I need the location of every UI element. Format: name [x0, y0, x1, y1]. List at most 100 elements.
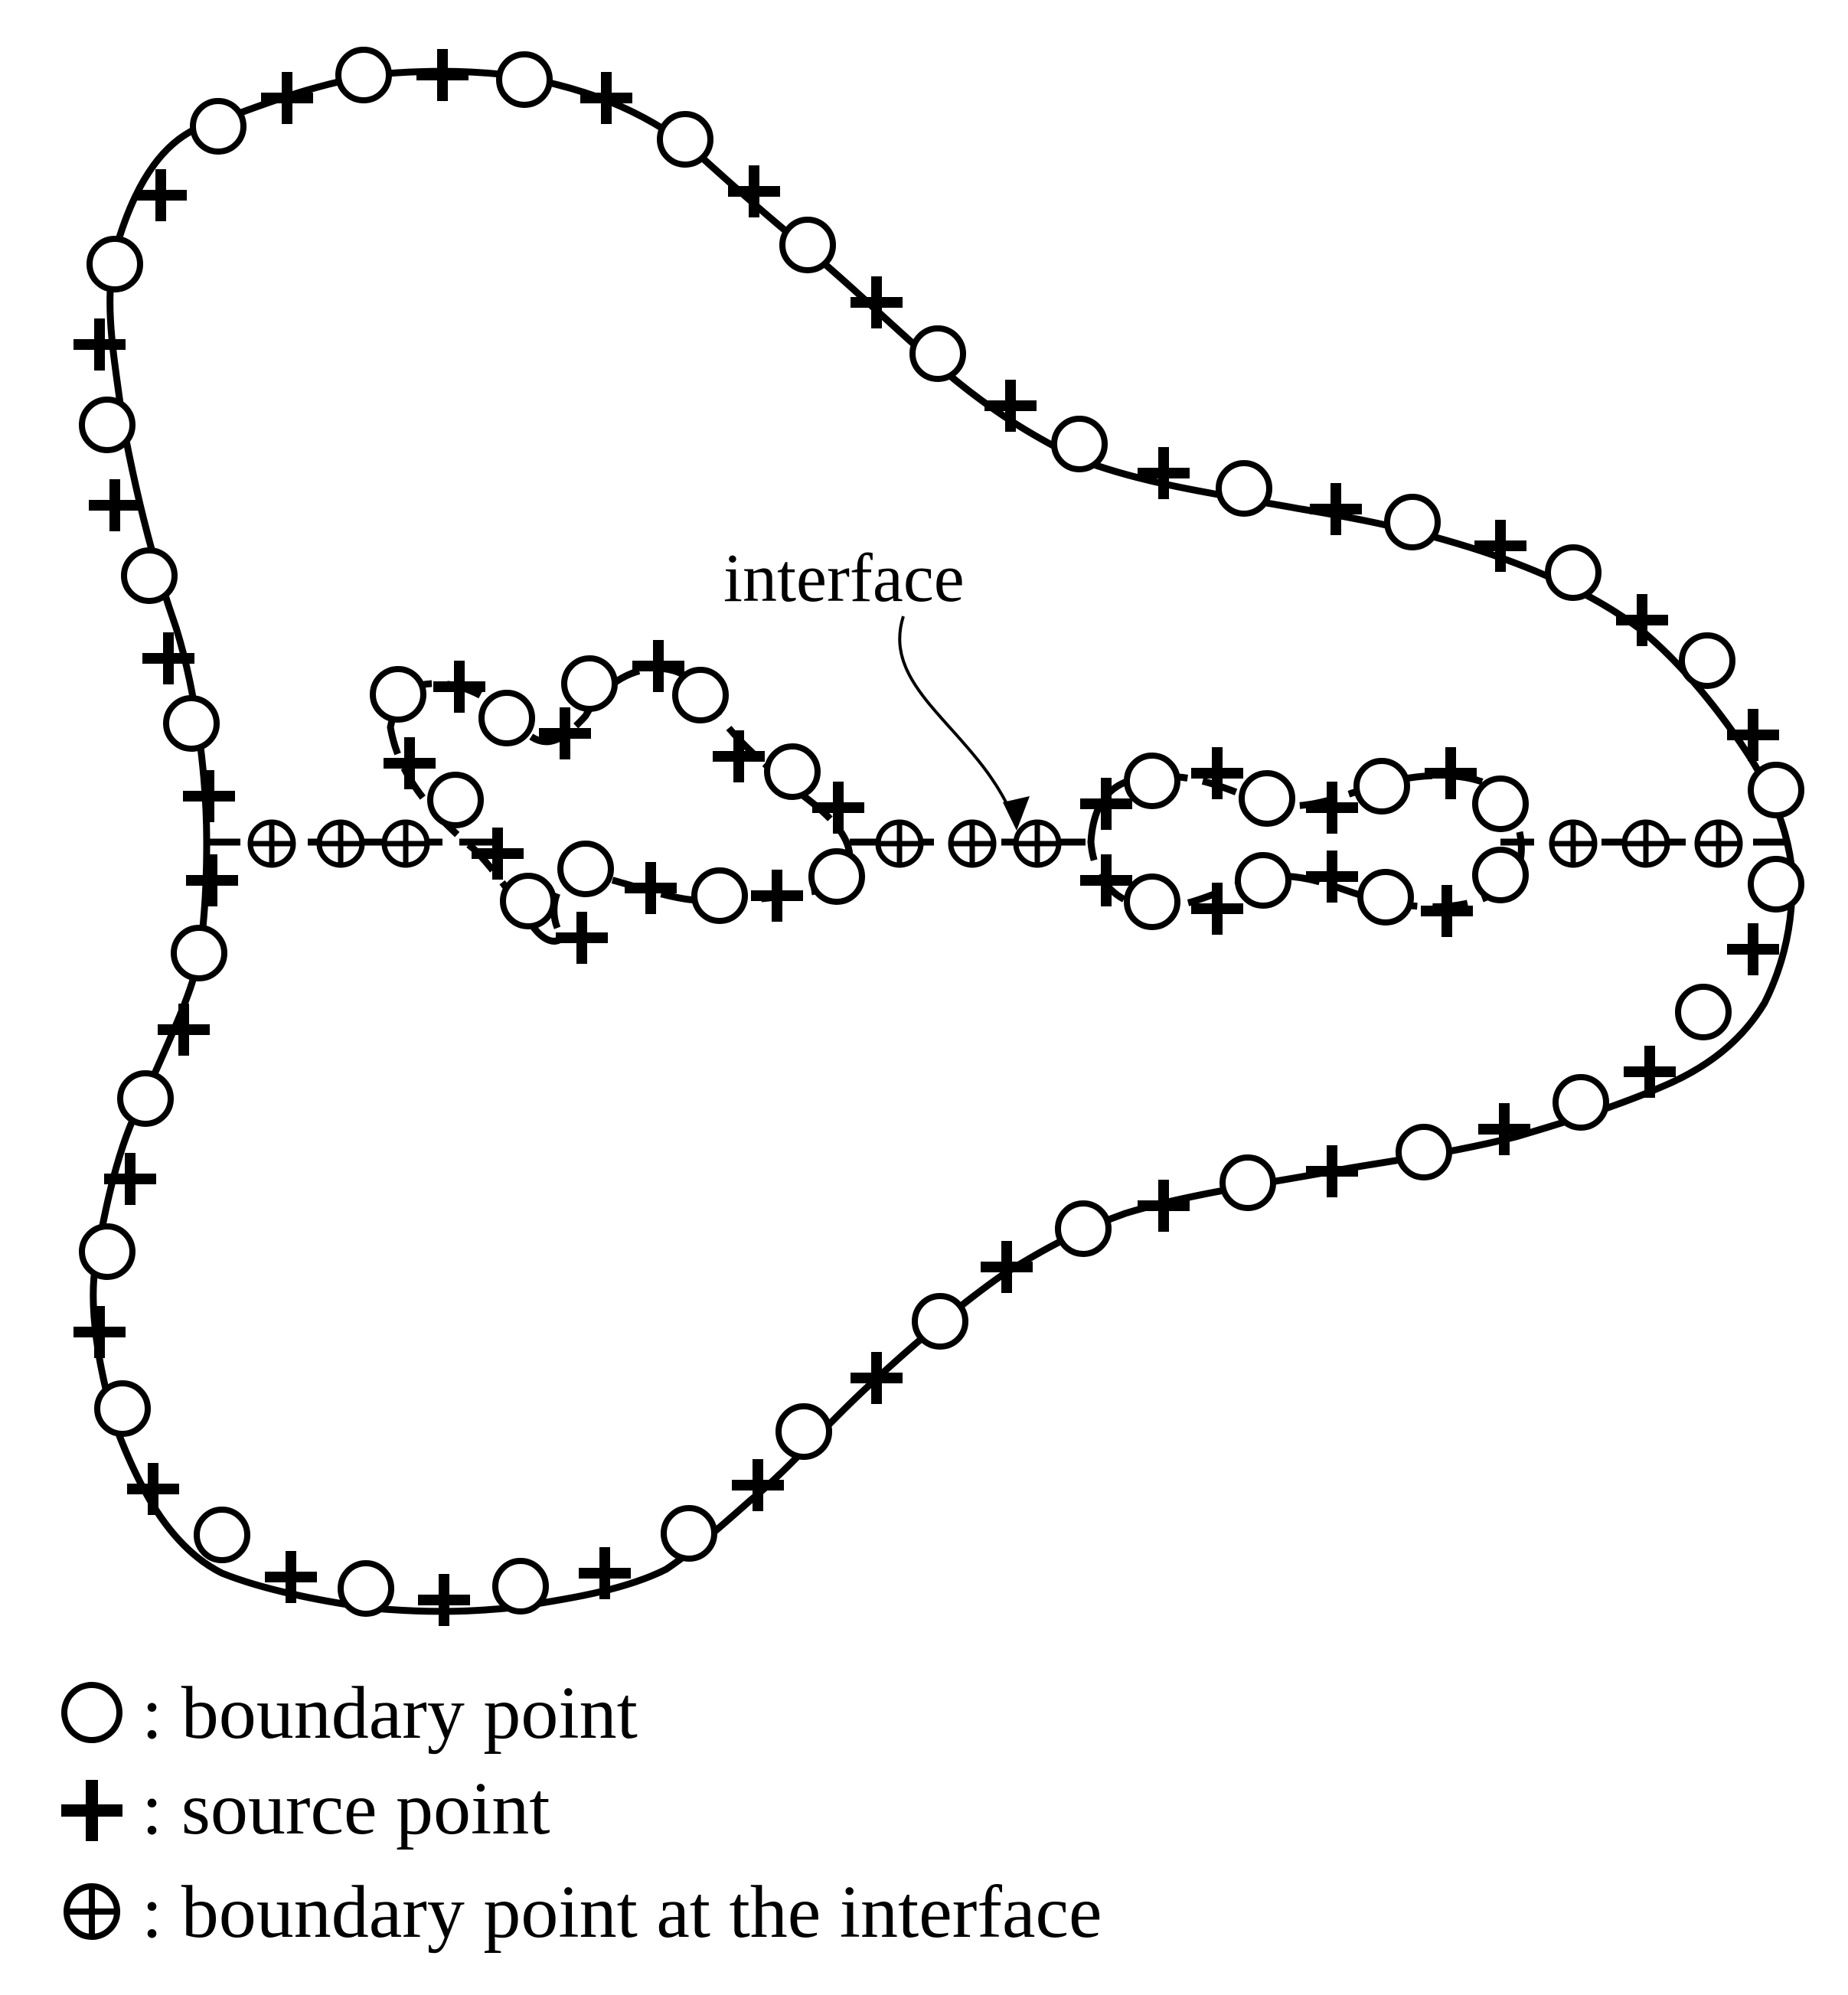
source-point	[812, 782, 864, 834]
source-points	[73, 49, 1779, 1626]
boundary-point	[79, 1223, 135, 1280]
source-point	[1138, 1180, 1190, 1232]
legend-plus-icon	[61, 1780, 122, 1841]
source-point	[1616, 594, 1668, 646]
boundary-point	[117, 1070, 174, 1127]
boundary-point	[775, 1403, 832, 1460]
legend-item-interface-point: : boundary point at the interface	[64, 1871, 1102, 1954]
source-point	[73, 318, 126, 371]
boundary-point	[1748, 856, 1804, 913]
interface-point	[875, 819, 924, 868]
boundary-point	[779, 217, 836, 273]
legend-label: : boundary point at the interface	[142, 1871, 1102, 1954]
interface-point	[247, 819, 296, 868]
boundary-point	[370, 666, 426, 723]
source-point	[1478, 1103, 1530, 1155]
legend-label: : boundary point	[142, 1672, 638, 1755]
interface-point	[1549, 819, 1598, 868]
source-point	[158, 1004, 210, 1056]
source-point	[732, 1459, 784, 1511]
boundary-point	[657, 111, 713, 168]
legend-item-source-point: : source point	[61, 1768, 550, 1850]
boundary-point	[492, 1558, 549, 1615]
source-point	[416, 49, 469, 101]
interface-point	[316, 819, 365, 868]
source-point	[186, 854, 238, 906]
boundary-point	[1216, 460, 1272, 517]
boundary-points	[79, 47, 1804, 1617]
boundary-point	[190, 98, 247, 155]
boundary-point	[87, 236, 143, 292]
outer-boundary-curve	[90, 67, 1796, 1615]
source-point	[1727, 709, 1779, 761]
source-point	[1306, 1145, 1358, 1197]
boundary-point	[808, 848, 865, 905]
boundary-point	[427, 772, 484, 828]
legend-circle-plus-icon	[64, 1883, 120, 1940]
source-point	[1306, 851, 1358, 903]
boundary-point	[478, 690, 535, 746]
source-point	[984, 380, 1037, 432]
boundary-point	[1472, 775, 1529, 832]
boundary-point	[1545, 544, 1601, 601]
legend-circle-icon	[61, 1682, 122, 1743]
boundary-point	[661, 1505, 717, 1562]
source-point	[1624, 1046, 1676, 1098]
boundary-point	[163, 695, 220, 752]
interface-points	[247, 819, 1743, 868]
boundary-point	[1675, 984, 1732, 1040]
source-point	[1191, 883, 1243, 935]
boundary-point	[557, 841, 614, 897]
source-point	[1421, 885, 1473, 937]
interface-point	[1013, 819, 1062, 868]
source-point	[851, 1352, 903, 1404]
boundary-point	[1239, 770, 1295, 827]
boundary-point	[1396, 1124, 1452, 1180]
source-point	[1310, 483, 1362, 535]
source-point	[384, 737, 436, 789]
boundary-point	[1553, 1074, 1609, 1131]
boundary-point	[1051, 416, 1108, 472]
source-point	[104, 1153, 156, 1205]
boundary-point	[338, 1560, 394, 1617]
inner-boundary-left	[387, 664, 854, 945]
source-point	[1138, 447, 1190, 499]
source-point	[433, 661, 485, 713]
boundary-point	[194, 1507, 250, 1563]
source-point	[556, 912, 608, 964]
boundary-point	[496, 51, 553, 108]
boundary-point	[909, 325, 966, 382]
source-point	[713, 730, 765, 782]
boundary-point	[1384, 494, 1441, 550]
legend: : boundary point : source point : bounda…	[61, 1672, 1102, 1954]
arrowhead-icon	[1003, 796, 1030, 831]
source-point	[472, 828, 524, 880]
source-point	[142, 632, 194, 684]
interface-point	[948, 819, 997, 868]
source-point	[625, 862, 677, 914]
boundary-point	[1124, 753, 1180, 809]
source-point	[261, 72, 313, 124]
boundary-point	[1679, 632, 1735, 689]
source-point	[981, 1241, 1033, 1293]
boundary-point	[79, 397, 135, 453]
boundary-point	[1235, 852, 1291, 909]
legend-item-boundary-point: : boundary point	[61, 1672, 638, 1755]
source-point	[89, 479, 141, 531]
boundary-point	[1357, 869, 1414, 926]
source-point	[851, 276, 903, 328]
legend-label: : source point	[142, 1768, 550, 1850]
source-point	[1080, 854, 1132, 906]
boundary-point	[1124, 873, 1180, 930]
source-point	[728, 165, 780, 217]
boundary-point	[912, 1293, 968, 1350]
source-point	[1727, 923, 1779, 975]
annotation-arrow	[898, 615, 1012, 812]
boundary-point	[121, 547, 178, 604]
boundary-point	[764, 743, 821, 800]
annotation-label: interface	[723, 540, 965, 616]
boundary-point	[1748, 762, 1804, 818]
boundary-point	[500, 873, 557, 929]
boundary-point	[1353, 758, 1410, 815]
source-point	[1474, 520, 1526, 572]
